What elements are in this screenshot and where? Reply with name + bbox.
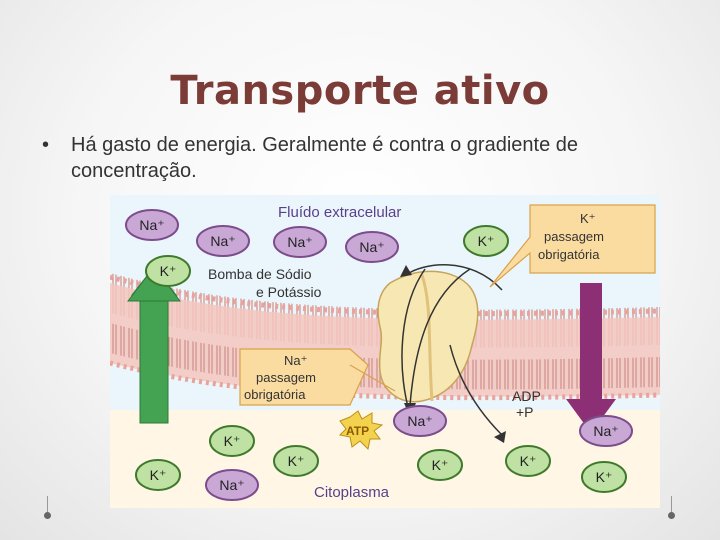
corner-dot-left (44, 512, 51, 519)
sodium-ion-label: Na⁺ (359, 239, 384, 255)
potassium-ion: K⁺ (582, 462, 626, 492)
na-callout-line2: passagem (256, 370, 316, 385)
sodium-ion-label: Na⁺ (210, 233, 235, 249)
sodium-ion: Na⁺ (206, 470, 258, 500)
potassium-ion-label: K⁺ (432, 457, 449, 473)
k-callout-line3: obrigatória (538, 247, 600, 262)
k-callout-line1: K⁺ (580, 211, 596, 226)
pump-label-line1: Bomba de Sódio (208, 266, 312, 282)
corner-dot-right (668, 512, 675, 519)
potassium-ion: K⁺ (136, 460, 180, 490)
sodium-potassium-pump-figure: Fluído extracelular Bomba de Sódio e Pot… (110, 195, 660, 508)
potassium-ion: K⁺ (464, 226, 508, 256)
potassium-ion-label: K⁺ (478, 233, 495, 249)
atp-label: ATP (346, 424, 369, 438)
potassium-ion: K⁺ (506, 446, 550, 476)
sodium-ion-label: Na⁺ (139, 217, 164, 233)
sodium-ion-label: Na⁺ (593, 423, 618, 439)
na-callout-line1: Na⁺ (284, 353, 307, 368)
extracellular-label: Fluído extracelular (278, 204, 401, 221)
sodium-ion: Na⁺ (126, 210, 178, 240)
sodium-ion: Na⁺ (580, 416, 632, 446)
sodium-ion: Na⁺ (197, 226, 249, 256)
potassium-ion-label: K⁺ (224, 433, 241, 449)
potassium-ion: K⁺ (210, 426, 254, 456)
pump-label-line2: e Potássio (256, 284, 322, 300)
adp-label-line1: ADP (512, 388, 541, 404)
potassium-ion-label: K⁺ (160, 263, 177, 279)
slide-title: Transporte ativo (0, 68, 720, 114)
adp-label-line2: +P (516, 404, 534, 420)
k-callout-line2: passagem (544, 229, 604, 244)
sodium-ion-label: Na⁺ (407, 413, 432, 429)
bullet-marker: • (42, 132, 49, 158)
sodium-ion-label: Na⁺ (287, 234, 312, 250)
na-callout-line3: obrigatória (244, 387, 306, 402)
potassium-ion: K⁺ (274, 446, 318, 476)
purple-down-arrow (580, 283, 602, 403)
potassium-ion: K⁺ (146, 256, 190, 286)
bullet-text: Há gasto de energia. Geralmente é contra… (71, 132, 701, 184)
potassium-ion: K⁺ (418, 450, 462, 480)
sodium-ion: Na⁺ (274, 227, 326, 257)
potassium-ion-label: K⁺ (150, 467, 167, 483)
sodium-ion: Na⁺ (394, 406, 446, 436)
potassium-ion-label: K⁺ (596, 469, 613, 485)
cytoplasm-label: Citoplasma (314, 484, 390, 501)
potassium-ion-label: K⁺ (520, 453, 537, 469)
sodium-ion-label: Na⁺ (219, 477, 244, 493)
sodium-ion: Na⁺ (346, 232, 398, 262)
potassium-ion-label: K⁺ (288, 453, 305, 469)
